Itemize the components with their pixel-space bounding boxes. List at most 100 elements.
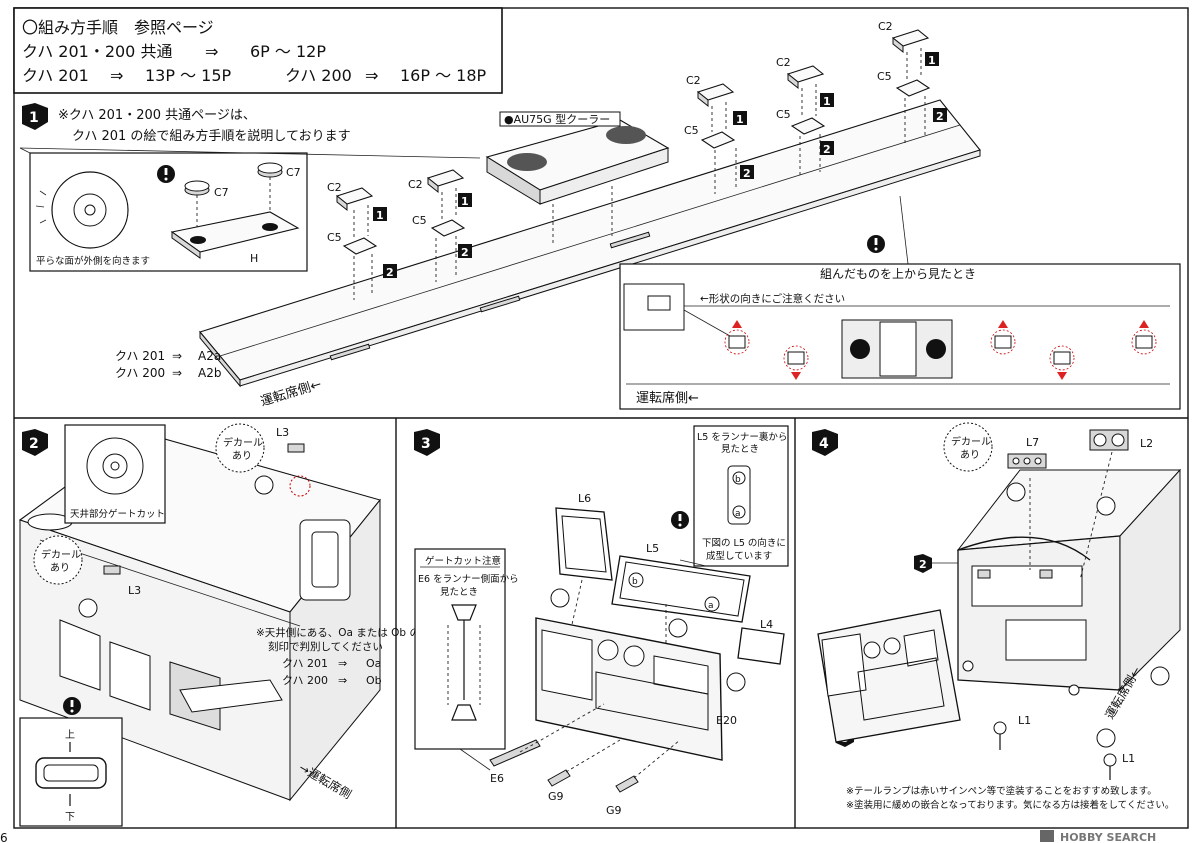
- gate-cut-note-box: ゲートカット注意 E6 をランナー側面から 見たとき: [414, 548, 519, 771]
- ref-line2-arrow: ⇒: [205, 42, 218, 61]
- c2-label-5: C2: [878, 20, 893, 33]
- step3-warning-icon: [671, 511, 689, 529]
- sub2-tag-5: 2: [936, 110, 944, 123]
- ref-line3a-model: クハ 201: [22, 66, 89, 85]
- inset-caption: 平らな面が外側を向きます: [36, 255, 150, 267]
- step2-note-line2: 刻印で判別してください: [268, 640, 383, 653]
- decal-top-line2: あり: [232, 450, 252, 462]
- sub1-tag-2: 1: [461, 195, 469, 208]
- c2-label-4: C2: [776, 56, 791, 69]
- l4-label: L4: [760, 618, 773, 631]
- e6-label: E6: [490, 772, 504, 785]
- step2-panel: 2 天井部分ゲートカット デカール あり: [18, 423, 420, 827]
- step4-panel: 4 デカール あり デカール あり L7 L2 L9: [812, 422, 1182, 811]
- step1-note-line2: クハ 201 の絵で組み方手順を説明しております: [72, 128, 351, 144]
- step3-panel: 3 ゲートカット注意 E6 をランナー側面から 見たとき L5 をランナー裏から…: [414, 425, 789, 817]
- c5-label-5: C5: [877, 70, 892, 83]
- roof-b-part: A2b: [198, 366, 221, 380]
- roof-part: [199, 99, 981, 388]
- l5-label: L5: [646, 542, 659, 555]
- e20-label: E20: [716, 714, 737, 727]
- l5-part-mark-a: a: [708, 601, 714, 611]
- decal-top-line1: デカール: [223, 436, 263, 449]
- inset-h: H: [250, 252, 258, 265]
- car-front-assembly: [956, 451, 1182, 696]
- g9-label-2: G9: [606, 804, 622, 817]
- ref-line3a-pages: 13P ～ 15P: [145, 66, 232, 85]
- roof-a-arrow: ⇒: [172, 349, 182, 363]
- down-label: 下: [65, 812, 75, 823]
- sub1-tag-1: 1: [376, 209, 384, 222]
- l3-label-top: L3: [276, 426, 289, 439]
- l5-mark-b: b: [735, 475, 741, 485]
- step3-badge: [414, 429, 440, 456]
- c5-label-2: C5: [412, 214, 427, 227]
- c2-c5-stacks: C2 C5 1 2 C2 C5 1 2 C2 C5 1 2: [327, 20, 947, 300]
- c2-label-1: C2: [327, 181, 342, 194]
- gate-note-line1: E6 をランナー側面から: [418, 573, 519, 585]
- e20-front-panel: E20: [535, 617, 737, 761]
- c5-label-4: C5: [776, 108, 791, 121]
- inset-c7-left: C7: [214, 186, 229, 199]
- l7-label: L7: [1026, 436, 1039, 449]
- ref-line1: 〇組み方手順 参照ページ: [22, 18, 214, 37]
- l3-label-left: L3: [128, 584, 141, 597]
- top-view-note: ←形状の向きにご注意ください: [700, 292, 845, 305]
- decal-badge-top: デカール あり: [215, 423, 265, 473]
- ref-line2-pages: 6P ～ 12P: [250, 42, 326, 61]
- step2-note-line1: ※天井側にある、Oa または Ob の: [256, 626, 420, 639]
- decal-left-line2: あり: [50, 562, 70, 574]
- l1-label-2: L1: [1122, 752, 1135, 765]
- decal4-top-line2: あり: [960, 449, 980, 461]
- top-view-inset: 組んだものを上から見たとき ←形状の向きにご注意ください: [619, 195, 1181, 410]
- c2-label-2: C2: [408, 178, 423, 191]
- top-view-title: 組んだものを上から見たとき: [820, 267, 976, 281]
- step2-part-a: Oa: [366, 657, 381, 670]
- l5-title-line1: L5 をランナー裏から: [697, 431, 787, 443]
- step4-number: 4: [819, 436, 829, 452]
- sub1-tag-5: 1: [928, 54, 936, 67]
- sub2-tag-1: 2: [386, 266, 394, 279]
- step2-model-b: クハ 200: [282, 674, 328, 687]
- ref-line3b-pages: 16P ～ 18P: [400, 66, 487, 85]
- step4-note-line2: ※塗装用に緩めの嵌合となっております。気になる方は接着をしてください。: [846, 799, 1174, 811]
- sub2-tag-4: 2: [823, 143, 831, 156]
- c2-label-3: C2: [686, 74, 701, 87]
- front-panel-part: [817, 609, 961, 743]
- gate-cut-inset: 天井部分ゲートカット: [64, 424, 166, 524]
- roof-a-part: A2a: [198, 349, 221, 363]
- panel-frames: [13, 7, 1189, 829]
- l5-note-line1: 下図の L5 の向きに: [702, 537, 786, 549]
- sub2-tag-2: 2: [461, 246, 469, 259]
- roof-b-arrow: ⇒: [172, 366, 182, 380]
- ref-line2-model: クハ 201・200 共通: [22, 42, 172, 61]
- sub1-tag-4: 1: [823, 95, 831, 108]
- decal-left-line1: デカール: [41, 548, 81, 561]
- l5-part-mark-b: b: [632, 577, 638, 587]
- c7-inset: 平らな面が外側を向きます C7 C7 H: [19, 147, 481, 272]
- inset-warning-icon: [157, 165, 175, 183]
- roof-b-model: クハ 200: [115, 366, 165, 380]
- step1-number: 1: [29, 110, 39, 126]
- ref-line3b-model: クハ 200: [285, 66, 352, 85]
- decal-badge-left: デカール あり: [33, 535, 83, 585]
- c5-label-1: C5: [327, 231, 342, 244]
- step2-model-a: クハ 201: [282, 657, 328, 670]
- watermark-text: HOBBY SEARCH: [1060, 831, 1156, 843]
- step2-part-b: Ob: [366, 674, 382, 687]
- gate-note-line2: 見たとき: [440, 587, 478, 598]
- inset-c7-right: C7: [286, 166, 301, 179]
- step1-cab-side: 運転席側←: [258, 376, 323, 410]
- gate-note-title: ゲートカット注意: [425, 555, 501, 567]
- sub1-tag-3: 1: [736, 113, 744, 126]
- sub2-tag-3: 2: [743, 167, 751, 180]
- l2-label: L2: [1140, 437, 1153, 450]
- step2-arrow-a: ⇒: [338, 657, 347, 670]
- up-label: 上: [65, 729, 75, 741]
- cooler-label: ●AU75G 型クーラー: [504, 112, 610, 126]
- l1-label-1: L1: [1018, 714, 1031, 727]
- l5-orientation-box: L5 をランナー裏から 見たとき b a 下図の L5 の向きに 成型しています: [679, 425, 789, 567]
- step2-arrow-b: ⇒: [338, 674, 347, 687]
- top-view-cab-side: 運転席側←: [636, 390, 699, 406]
- l5-mark-a: a: [735, 509, 741, 519]
